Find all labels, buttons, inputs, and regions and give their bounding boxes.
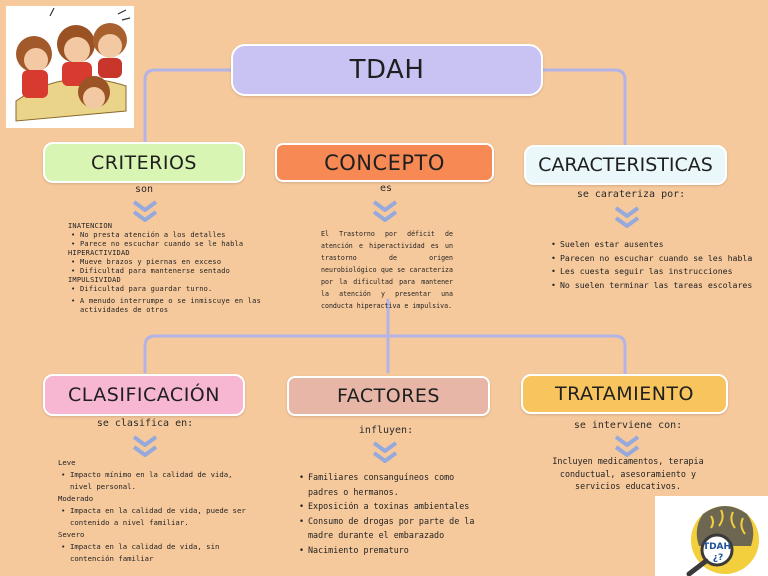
list-item: Suelen estar ausentes [548, 238, 758, 252]
line-top-right [540, 68, 627, 148]
caracteristicas-box: CARACTERISTICAS [524, 145, 727, 185]
criterios-title: CRITERIOS [90, 151, 197, 174]
main-title-box: TDAH [231, 44, 543, 96]
tratamiento-box: TRATAMIENTO [521, 374, 728, 414]
line-bottom-branch [143, 334, 627, 376]
chevron-down-icon [132, 200, 158, 222]
list-item: A menudo interrumpe o se inmiscuye en la… [68, 297, 280, 315]
tratamiento-connector: se interviene con: [573, 420, 683, 431]
list-item: No presta atención a los detalles [68, 231, 280, 240]
list-item: Impacto mínimo en la calidad de vida, ni… [58, 469, 258, 493]
clasificacion-title: CLASIFICACIÓN [68, 384, 220, 406]
caracteristicas-title: CARACTERISTICAS [538, 154, 713, 176]
clasificacion-heading: Leve [58, 458, 76, 467]
clasificacion-heading: Moderado [58, 494, 94, 503]
caracteristicas-connector: se carateriza por: [576, 189, 686, 200]
list-item: Dificultad para mantenerse sentado [68, 267, 280, 276]
chevron-down-icon [132, 435, 158, 457]
concepto-connector: es [379, 183, 393, 194]
clasificacion-connector: se clasifica en: [96, 418, 194, 429]
factores-list: Familiares consanguíneos como padres o h… [296, 470, 486, 557]
main-title: TDAH [349, 55, 425, 85]
list-item: No suelen terminar las tareas escolares [548, 279, 758, 293]
clasificacion-list: Leve Impacto mínimo en la calidad de vid… [58, 457, 258, 565]
factores-box: FACTORES [287, 376, 490, 416]
criterios-heading: IMPULSIVIDAD [68, 276, 121, 284]
concepto-text: El Trastorno por déficit de atención e h… [321, 230, 453, 310]
logo-text: TDAH [703, 542, 731, 552]
list-item: Parecen no escuchar cuando se les habla [548, 252, 758, 266]
factores-connector: influyen: [358, 425, 414, 436]
criterios-heading: INATENCION [68, 222, 113, 230]
list-item: Exposición a toxinas ambientales [296, 499, 486, 514]
children-cartoon-image [6, 6, 134, 128]
chevron-down-icon [372, 441, 398, 463]
caracteristicas-list: Suelen estar ausentes Parecen no escucha… [548, 238, 758, 292]
list-item: Familiares consanguíneos como padres o h… [296, 470, 486, 499]
list-item: Impacta en la calidad de vida, sin conte… [58, 541, 258, 565]
clasificacion-heading: Severo [58, 530, 85, 539]
list-item: Impacta en la calidad de vida, puede ser… [58, 505, 258, 529]
list-item: Consumo de drogas por parte de la madre … [296, 514, 486, 543]
tratamiento-title: TRATAMIENTO [555, 383, 694, 405]
list-item: Dificultad para guardar turno. [68, 285, 280, 294]
list-item: Les cuesta seguir las instrucciones [548, 265, 758, 279]
concepto-box: CONCEPTO [275, 143, 494, 182]
concepto-title: CONCEPTO [324, 150, 445, 175]
factores-title: FACTORES [337, 385, 440, 407]
line-top-left [143, 68, 234, 144]
tratamiento-text: Incluyen medicamentos, terapia conductua… [552, 456, 704, 491]
logo-question: ¿? [713, 553, 723, 563]
criterios-heading: HIPERACTIVIDAD [68, 249, 130, 257]
tdah-logo: TDAH ¿? [655, 496, 768, 576]
criterios-connector: son [134, 184, 154, 195]
list-item: Mueve brazos y piernas en exceso [68, 258, 280, 267]
list-item: Nacimiento prematuro [296, 543, 486, 558]
chevron-down-icon [614, 435, 640, 457]
chevron-down-icon [614, 206, 640, 228]
chevron-down-icon [372, 200, 398, 222]
criterios-box: CRITERIOS [43, 142, 245, 183]
list-item: Parece no escuchar cuando se le habla [68, 240, 280, 249]
criterios-list: INATENCION No presta atención a los deta… [68, 222, 280, 315]
clasificacion-box: CLASIFICACIÓN [43, 374, 245, 416]
